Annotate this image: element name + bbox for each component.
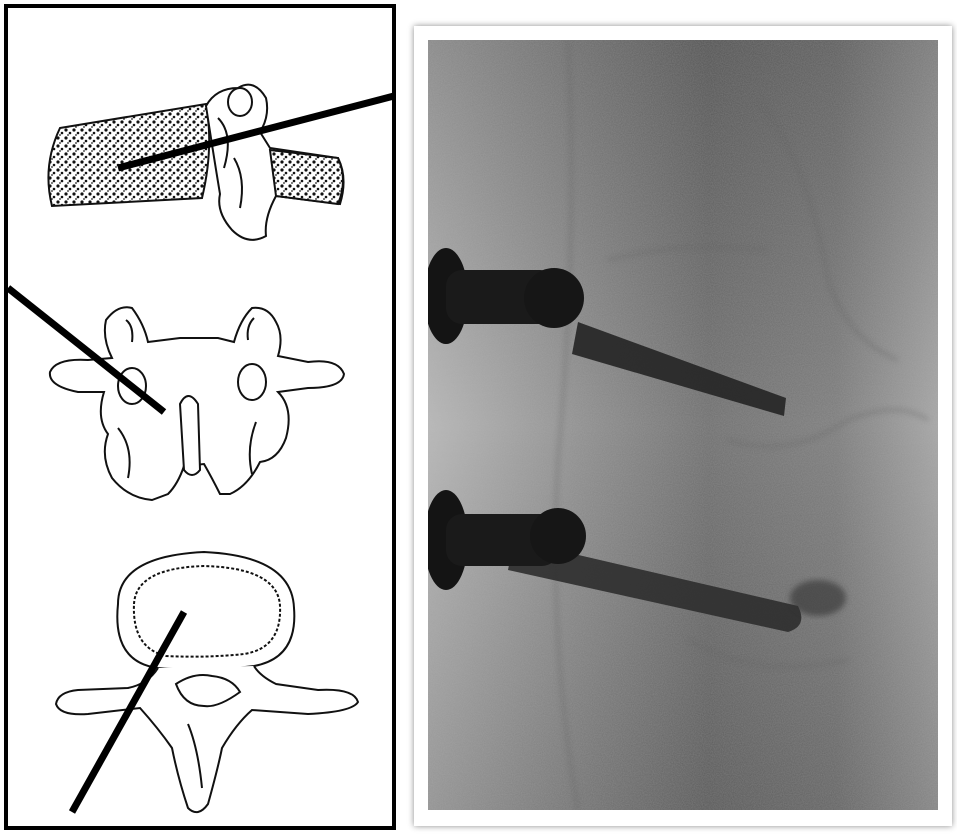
fluoroscopy-image [428,40,938,810]
posterior-vertebra-view [50,307,344,500]
fluoroscopy-panel [414,26,952,826]
illustration-panel [4,4,396,830]
axial-vertebra-view [56,552,358,812]
vertebra-illustrations [8,8,392,826]
lateral-vertebra-view [48,85,343,240]
